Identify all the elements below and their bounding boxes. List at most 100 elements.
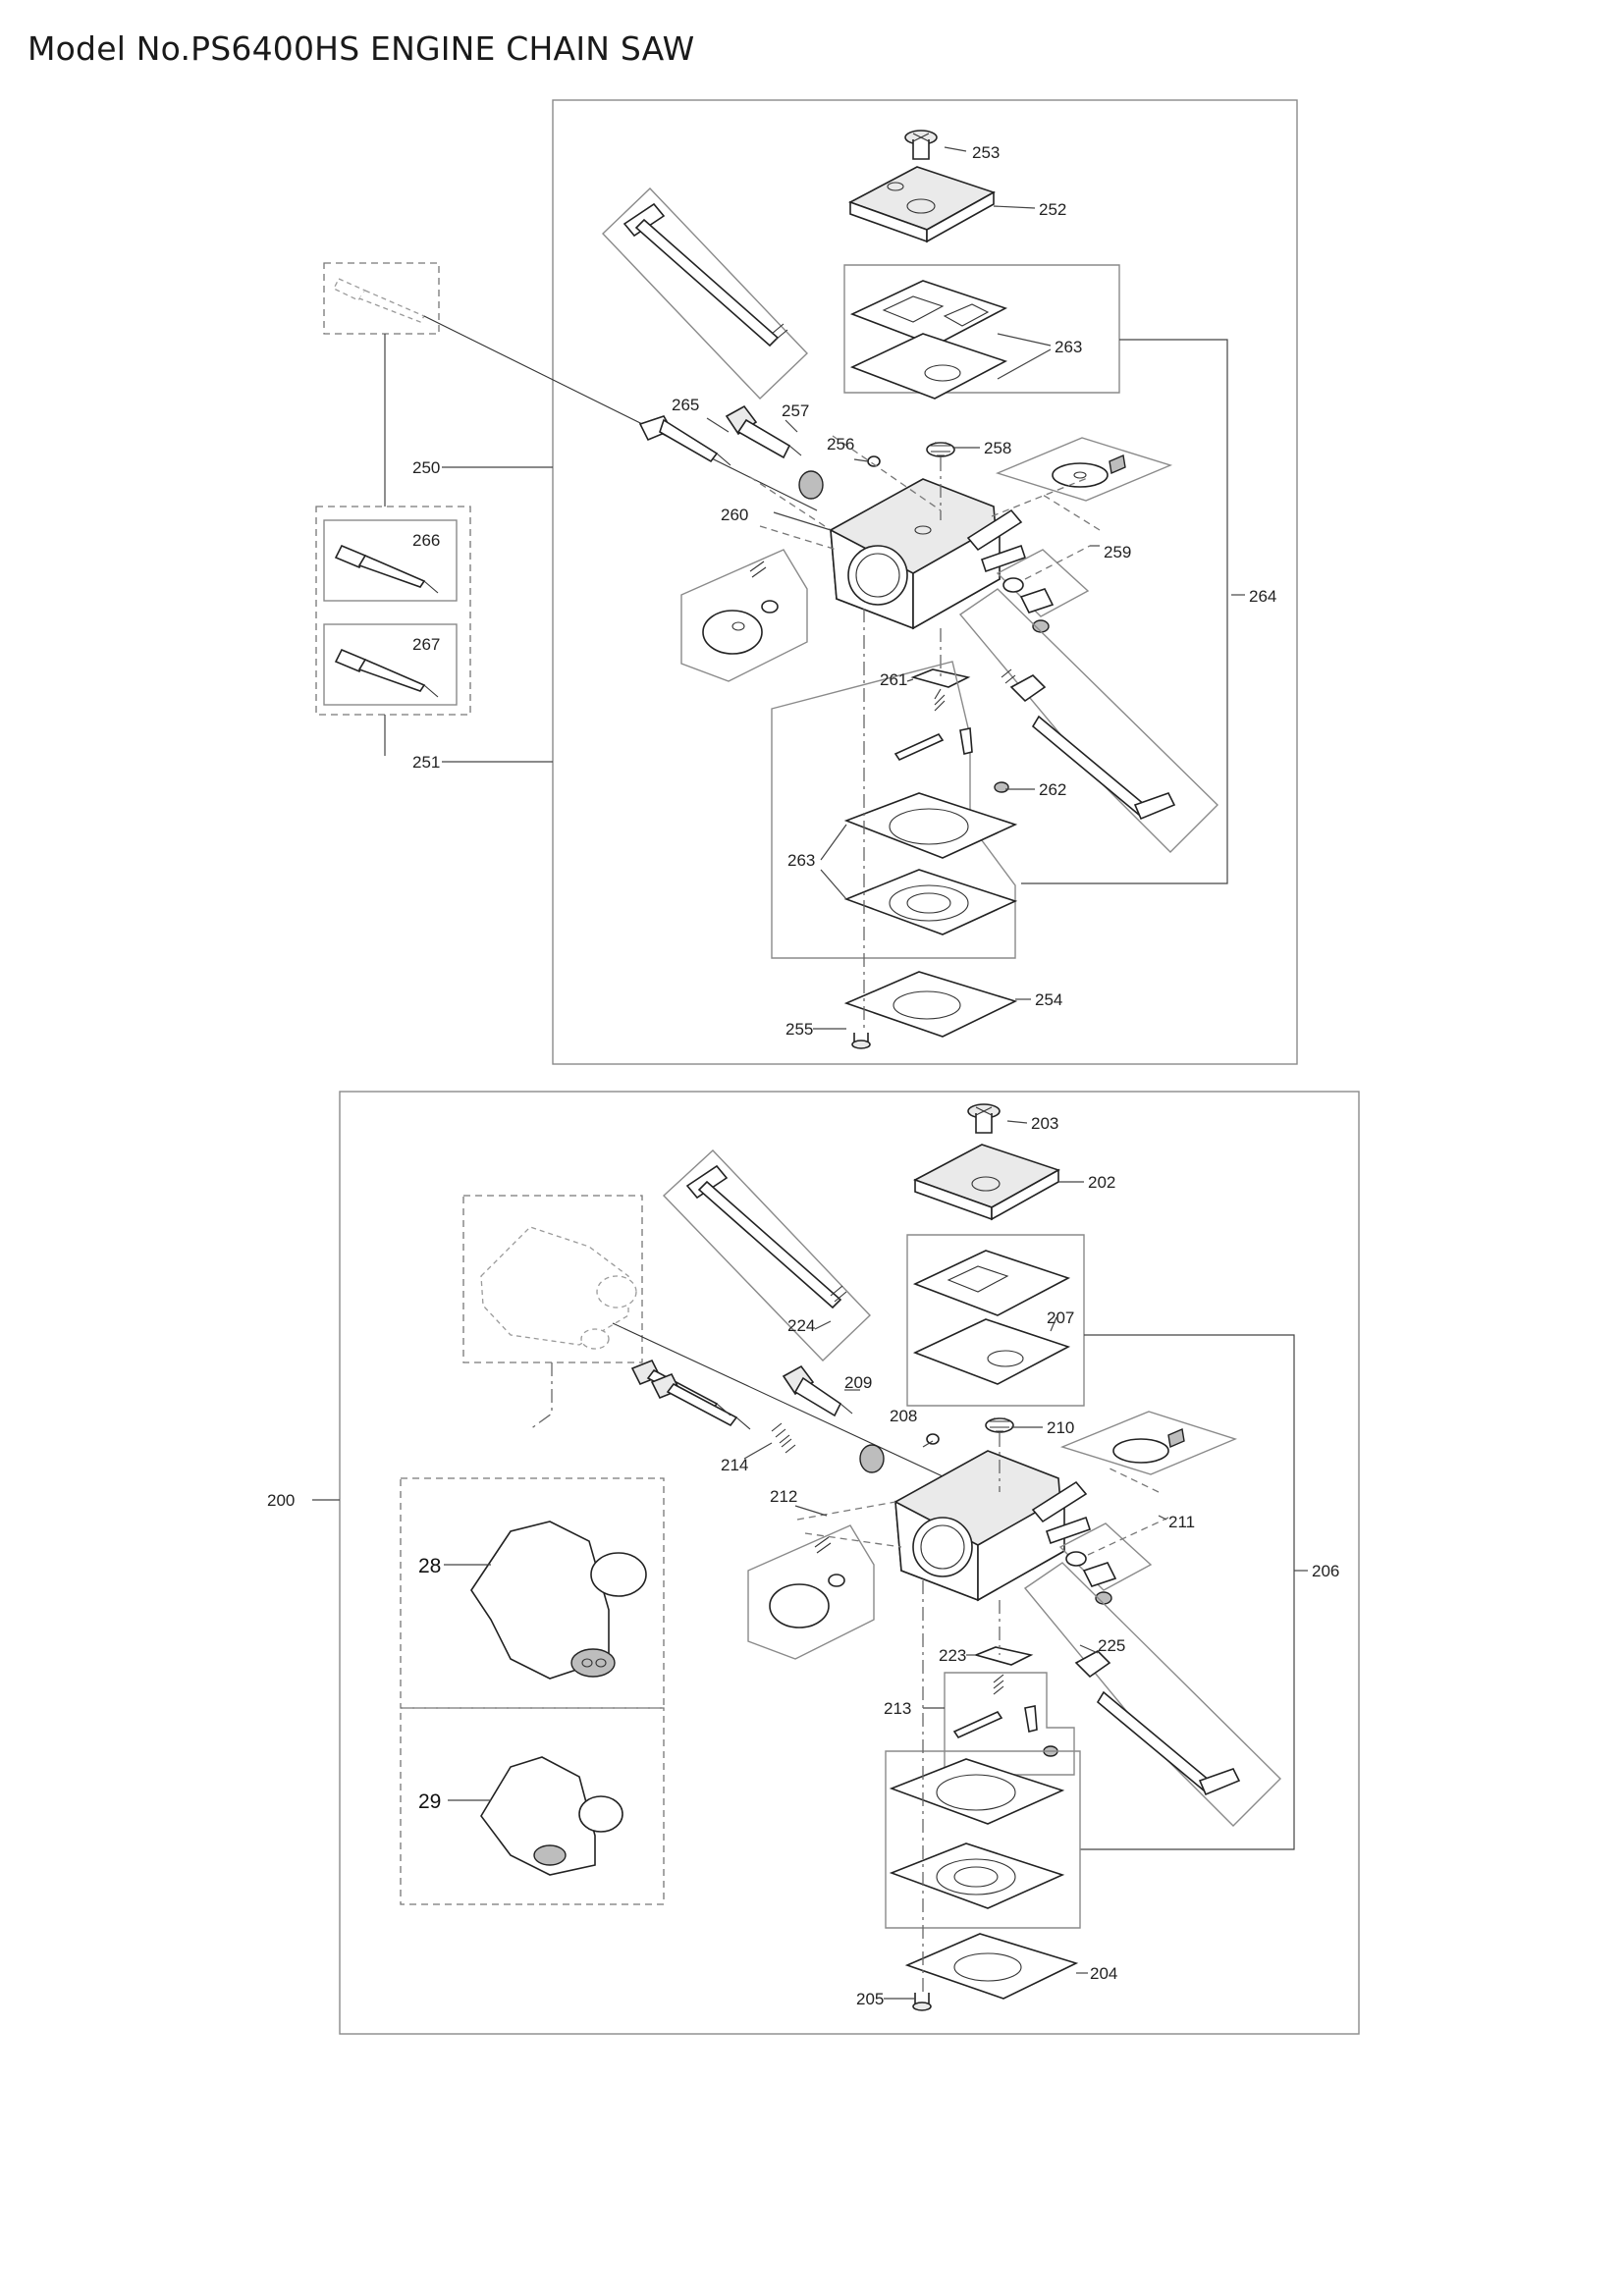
label-210: 210 [1047, 1418, 1074, 1437]
needle-257 [725, 404, 802, 459]
pump-cover [1052, 454, 1126, 488]
needle-valve-213 [952, 1674, 1058, 1757]
needle-267 [334, 648, 439, 698]
label-211: 211 [1168, 1513, 1195, 1531]
needle-valve-262 [893, 688, 1009, 793]
label-29: 29 [418, 1790, 441, 1813]
label-202: 202 [1088, 1173, 1115, 1192]
screw-205 [912, 1993, 932, 2011]
label-209: 209 [844, 1373, 872, 1392]
pump-cover-211 [1112, 1428, 1185, 1464]
label-212: 212 [770, 1487, 797, 1506]
label-28: 28 [418, 1555, 441, 1577]
label-260: 260 [721, 506, 748, 524]
gasket-263-lower-2 [843, 869, 1018, 935]
diaphragm-212 [769, 1536, 845, 1629]
label-214: 214 [721, 1456, 748, 1474]
upper-frame [552, 99, 1298, 1065]
label-207: 207 [1047, 1308, 1074, 1327]
needle-kit-frame [315, 506, 471, 716]
ghost-needle-box [323, 262, 440, 335]
gasket-206-frame [885, 1750, 1081, 1929]
elbow-28 [444, 1521, 647, 1680]
cover-plate-252 [848, 166, 996, 243]
top-gasket-frame [843, 264, 1120, 394]
choke-shaft-224-frame [662, 1149, 871, 1362]
pump-cover-frame [995, 437, 1173, 502]
carburetor-body-lower [894, 1450, 1092, 1602]
pump-cover-211-frame [1059, 1411, 1238, 1475]
screw-253 [904, 130, 938, 160]
gasket-206-1 [889, 1758, 1065, 1825]
label-252: 252 [1039, 200, 1066, 219]
choke-shaft-224 [685, 1164, 847, 1309]
label-206: 206 [1312, 1562, 1339, 1580]
diaphragm-207 [912, 1318, 1071, 1385]
elbow-29-frame [400, 1707, 665, 1905]
label-263-lower: 263 [787, 851, 815, 870]
label-213: 213 [884, 1699, 911, 1718]
label-264: 264 [1249, 587, 1276, 606]
label-251: 251 [412, 753, 440, 772]
gasket-207-frame [906, 1234, 1085, 1407]
label-254: 254 [1035, 990, 1062, 1009]
plate-261 [910, 668, 971, 688]
gasket-263-lower-1 [843, 792, 1018, 859]
label-257: 257 [782, 401, 809, 420]
carburetor-body-upper [830, 478, 1027, 630]
label-204: 204 [1090, 1964, 1117, 1983]
gasket-263-top [849, 280, 1008, 347]
screw-203 [967, 1103, 1001, 1134]
fitting-208 [859, 1444, 885, 1473]
label-200: 200 [267, 1491, 295, 1510]
gear-258 [926, 442, 955, 520]
label-255: 255 [785, 1020, 813, 1039]
lower-frame [339, 1091, 1360, 2035]
gasket-206-2 [889, 1842, 1065, 1909]
choke-shaft-frame [602, 187, 808, 400]
plate-223 [973, 1646, 1034, 1666]
gear-210 [985, 1417, 1014, 1492]
upper-carburetor-assembly: 253 252 263 265 257 256 258 250 260 259 … [315, 99, 1298, 1065]
link-211 [1065, 1551, 1117, 1605]
throttle-shaft-225 [1074, 1650, 1241, 1796]
cover-plate-202 [913, 1144, 1060, 1221]
label-250: 250 [412, 458, 440, 477]
ball-208 [926, 1433, 940, 1445]
label-223: 223 [939, 1646, 966, 1665]
lower-carburetor-assembly: 203 202 207 224 209 208 210 214 212 211 … [267, 1091, 1360, 2035]
label-225: 225 [1098, 1636, 1125, 1655]
ghost-needle [333, 278, 425, 323]
label-258: 258 [984, 439, 1011, 457]
springs-214 [771, 1422, 796, 1454]
choke-shaft [623, 202, 788, 347]
ghost-elbow [480, 1226, 637, 1350]
needle-267-box [323, 623, 458, 706]
gasket-207 [912, 1250, 1071, 1316]
throttle-shaft-225-frame [1023, 1562, 1281, 1827]
screw-255 [851, 1033, 871, 1049]
label-224: 224 [787, 1316, 815, 1335]
diaphragm-212-frame [747, 1524, 875, 1660]
needles-group [630, 1359, 751, 1430]
elbow-29 [448, 1756, 623, 1876]
label-265: 265 [672, 396, 699, 414]
label-263-top: 263 [1055, 338, 1082, 356]
label-256: 256 [827, 435, 854, 454]
page-title: Model No.PS6400HS ENGINE CHAIN SAW [27, 29, 695, 68]
needle-266-box [323, 519, 458, 602]
fitting-256 [798, 470, 824, 500]
diaphragm-263-top [849, 333, 1008, 400]
label-261: 261 [880, 670, 907, 689]
throttle-shaft-frame [958, 588, 1218, 853]
cover-204 [904, 1933, 1079, 2000]
throttle-shaft [1001, 668, 1176, 821]
pump-diaphragm [702, 561, 779, 655]
label-253: 253 [972, 143, 1000, 162]
pump-diaphragm-frame [680, 549, 808, 682]
ghost-elbow-frame [462, 1195, 643, 1363]
label-259: 259 [1104, 543, 1131, 561]
label-203: 203 [1031, 1114, 1058, 1133]
label-205: 205 [856, 1990, 884, 2008]
